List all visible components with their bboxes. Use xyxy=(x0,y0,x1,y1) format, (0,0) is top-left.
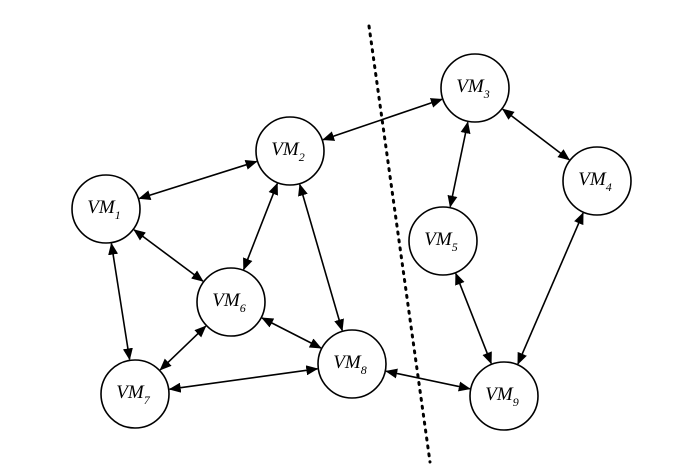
node-label-prefix: VM xyxy=(87,197,116,218)
node-label-prefix: VM xyxy=(456,76,485,97)
edge-vm2-vm6 xyxy=(242,182,279,271)
node-vm1: VM1 xyxy=(71,174,141,244)
node-label-subscript: 3 xyxy=(483,87,490,101)
node-label: VM4 xyxy=(578,169,611,194)
node-circle xyxy=(317,329,387,399)
node-circle xyxy=(71,174,141,244)
edge-vm1-vm7 xyxy=(108,242,133,361)
edge-vm5-vm9 xyxy=(455,272,492,365)
node-label-prefix: VM xyxy=(212,290,241,311)
node-label-subscript: 5 xyxy=(452,240,458,254)
node-label: VM8 xyxy=(333,352,366,377)
node-label: VM6 xyxy=(212,290,245,315)
node-label: VM1 xyxy=(87,197,120,222)
node-circle xyxy=(196,267,266,337)
edge-vm2-vm3 xyxy=(322,98,443,141)
node-label-prefix: VM xyxy=(578,169,607,190)
edge-vm6-vm8 xyxy=(261,317,322,349)
edge-vm3-vm5 xyxy=(447,121,471,208)
node-label-subscript: 7 xyxy=(144,393,151,407)
node-label: VM7 xyxy=(116,382,150,407)
node-label-prefix: VM xyxy=(333,352,362,373)
node-label: VM2 xyxy=(271,139,304,164)
node-label-subscript: 9 xyxy=(513,395,519,409)
node-label-subscript: 6 xyxy=(240,301,246,315)
edge-vm3-vm4 xyxy=(502,108,570,161)
node-label: VM5 xyxy=(424,229,457,254)
node-vm5: VM5 xyxy=(408,206,478,276)
edge-vm8-vm9 xyxy=(385,368,471,392)
edge-vm4-vm9 xyxy=(517,212,584,365)
edge-vm1-vm2 xyxy=(138,160,258,200)
edges-layer xyxy=(108,98,584,393)
node-circle xyxy=(100,359,170,429)
node-circle xyxy=(408,206,478,276)
node-circle xyxy=(255,116,325,186)
node-label: VM3 xyxy=(456,76,489,101)
node-label-subscript: 8 xyxy=(361,363,367,377)
node-vm3: VM3 xyxy=(440,53,510,123)
node-label-prefix: VM xyxy=(271,139,300,160)
edge-vm6-vm7 xyxy=(159,325,207,371)
node-vm6: VM6 xyxy=(196,267,266,337)
node-label-prefix: VM xyxy=(485,384,514,405)
node-label-prefix: VM xyxy=(116,382,145,403)
edge-vm1-vm6 xyxy=(133,229,204,282)
node-label-subscript: 2 xyxy=(299,150,305,164)
edge-vm7-vm8 xyxy=(168,365,319,393)
node-circle xyxy=(469,361,539,431)
edge-vm2-vm8 xyxy=(298,183,344,332)
node-vm9: VM9 xyxy=(469,361,539,431)
node-circle xyxy=(440,53,510,123)
node-vm2: VM2 xyxy=(255,116,325,186)
node-label: VM9 xyxy=(485,384,518,409)
node-label-prefix: VM xyxy=(424,229,453,250)
node-vm7: VM7 xyxy=(100,359,170,429)
node-label-subscript: 1 xyxy=(115,208,121,222)
node-vm8: VM8 xyxy=(317,329,387,399)
node-circle xyxy=(562,146,632,216)
node-vm4: VM4 xyxy=(562,146,632,216)
node-label-subscript: 4 xyxy=(606,180,612,194)
